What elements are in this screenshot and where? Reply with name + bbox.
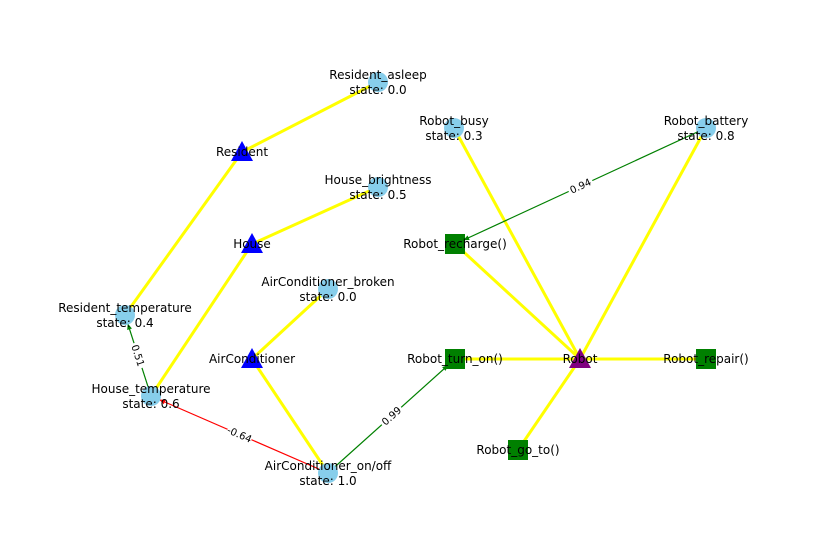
state-node-robot_battery xyxy=(696,118,716,138)
edge-weight-label: 0.51 xyxy=(128,340,149,370)
action-node-robot_recharge xyxy=(445,234,465,254)
node-label-robot_recharge: Robot_recharge() xyxy=(403,237,507,251)
node-label-robot_go_to: Robot_go_to() xyxy=(476,443,559,457)
node-label-resident_asleep: Resident_asleep xyxy=(329,68,426,82)
node-label-house_brightness: House_brightness xyxy=(325,173,432,187)
node-label-ac_onoff: AirConditioner_on/off xyxy=(265,459,392,473)
edge-robot-robot_recharge xyxy=(453,242,582,361)
edge-weight-label: 0.94 xyxy=(565,174,595,197)
edge-weight-background xyxy=(565,174,595,197)
state-node-house_brightness xyxy=(368,177,388,197)
edge-resident-resident_temperature xyxy=(123,151,244,316)
node-state-resident_temperature: state: 0.4 xyxy=(96,316,153,330)
edge-weight-text: 0.94 xyxy=(569,177,594,196)
node-label-robot_turn_on: Robot_turn_on() xyxy=(407,352,503,366)
node-label-robot_busy: Robot_busy xyxy=(419,114,488,128)
node-label-house_temperature: House_temperature xyxy=(91,382,210,396)
state-node-ac_broken xyxy=(318,279,338,299)
edges-layer: 0.940.990.51-0.64 xyxy=(123,80,708,474)
node-state-ac_onoff: state: 1.0 xyxy=(299,474,356,488)
node-state-house_temperature: state: 0.6 xyxy=(122,397,179,411)
state-node-house_temperature xyxy=(141,386,161,406)
node-state-house_brightness: state: 0.5 xyxy=(349,188,406,202)
edge-house-house_temperature xyxy=(149,243,254,397)
node-state-robot_battery: state: 0.8 xyxy=(677,129,734,143)
edge-robot-robot_battery xyxy=(578,127,708,360)
edge-weight-background xyxy=(128,340,149,370)
node-label-airconditioner: AirConditioner xyxy=(209,352,295,366)
edge-weight-label: -0.64 xyxy=(225,422,255,446)
edge-robot-robot_busy xyxy=(452,127,582,360)
entity-node-house xyxy=(241,233,263,253)
edge-weight-background xyxy=(225,422,255,446)
entity-node-airconditioner xyxy=(241,348,263,368)
node-state-resident_asleep: state: 0.0 xyxy=(349,83,406,97)
nodes-layer xyxy=(115,72,716,483)
node-label-robot_battery: Robot_battery xyxy=(664,114,749,128)
state-node-robot_busy xyxy=(444,118,464,138)
entity-node-resident xyxy=(231,141,253,161)
node-label-resident_temperature: Resident_temperature xyxy=(58,301,192,315)
node-label-robot: Robot xyxy=(563,352,598,366)
edge-weight-text: 0.51 xyxy=(128,344,145,369)
edge-robot-robot_go_to xyxy=(516,358,582,451)
edge-resident-resident_asleep xyxy=(241,80,379,154)
action-node-robot_turn_on xyxy=(445,349,465,369)
edge-airconditioner-ac_broken xyxy=(250,287,330,361)
robot-node-robot xyxy=(569,348,591,368)
edge-arrowhead xyxy=(127,323,132,331)
action-node-robot_repair xyxy=(696,349,716,369)
node-label-robot_repair: Robot_repair() xyxy=(663,352,748,366)
edge-house-house_brightness xyxy=(251,185,379,246)
edge-arrowhead xyxy=(159,399,166,405)
node-state-ac_broken: state: 0.0 xyxy=(299,290,356,304)
state-node-resident_temperature xyxy=(115,305,135,325)
action-node-robot_go_to xyxy=(508,440,528,460)
edge-airconditioner-ac_onoff xyxy=(250,358,330,474)
state-node-resident_asleep xyxy=(368,72,388,92)
node-state-robot_busy: state: 0.3 xyxy=(425,129,482,143)
state-node-ac_onoff xyxy=(318,463,338,483)
edge-weight-background xyxy=(377,402,406,430)
node-label-house: House xyxy=(233,237,271,251)
node-label-ac_broken: AirConditioner_broken xyxy=(261,275,394,289)
node-label-resident: Resident xyxy=(216,145,268,159)
